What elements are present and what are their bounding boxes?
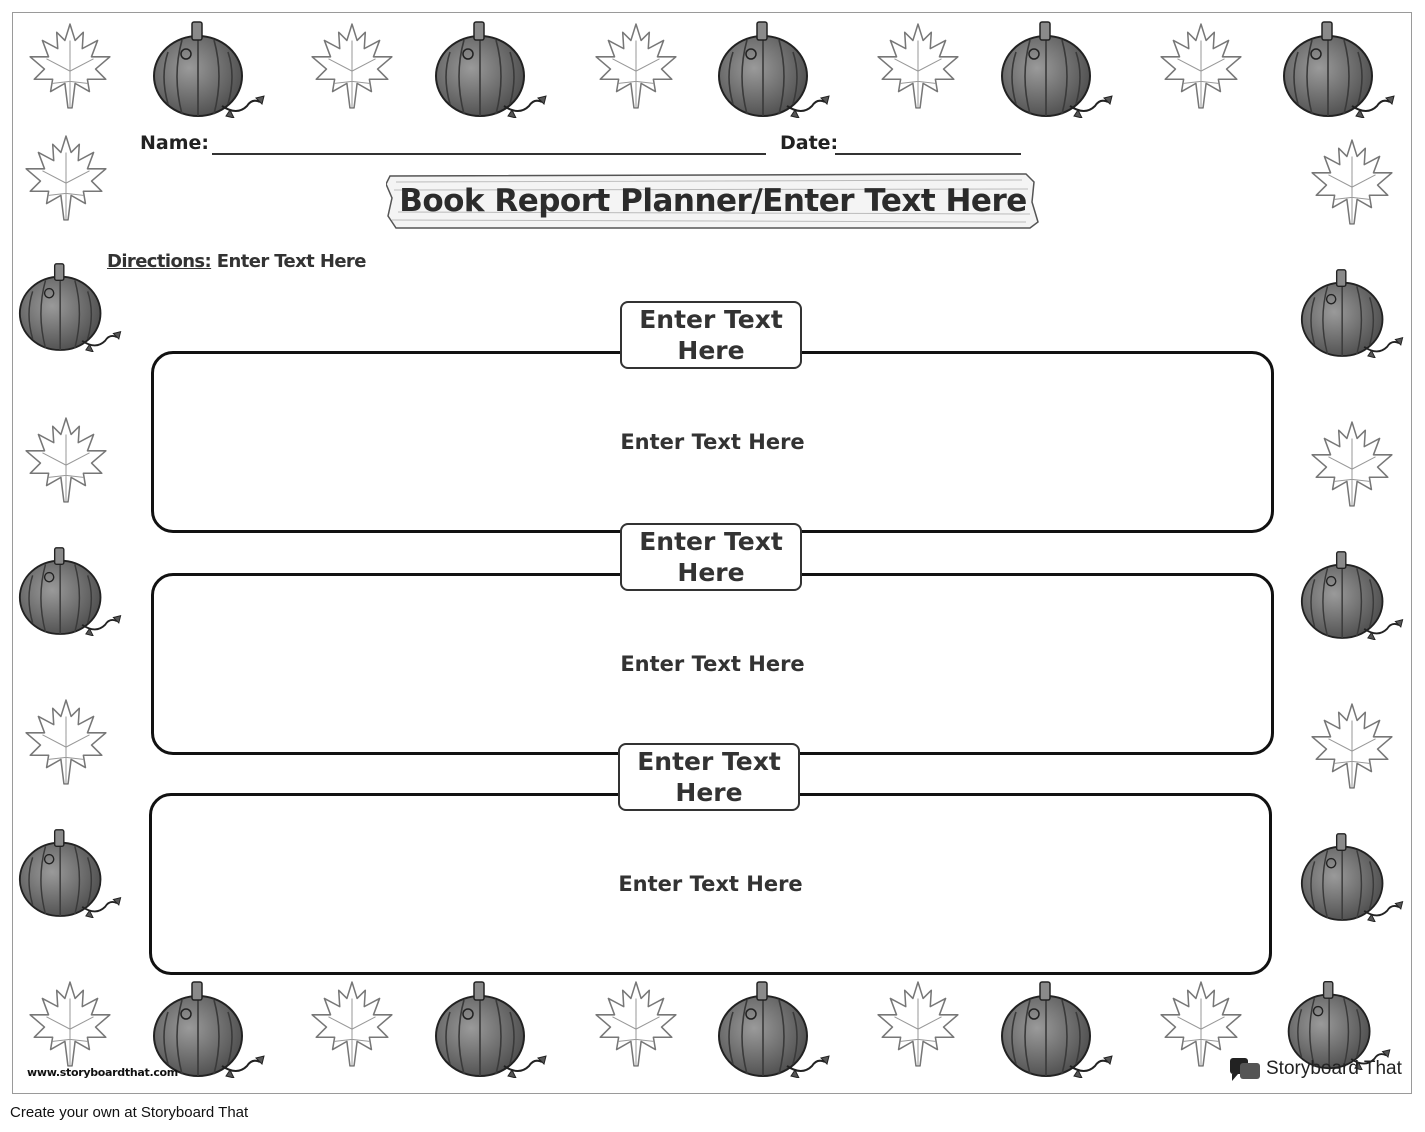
section-box[interactable]: Enter Text Here (151, 351, 1274, 533)
page-title[interactable]: Book Report Planner/Enter Text Here (399, 183, 1027, 219)
storyboardthat-logo[interactable]: Storyboard That (1228, 1056, 1402, 1082)
maple-leaf-icon (872, 20, 964, 112)
maple-leaf-icon (1155, 20, 1247, 112)
maple-leaf-icon (24, 978, 116, 1070)
section-label[interactable]: Enter Text Here (618, 743, 800, 811)
maple-leaf-icon (20, 132, 112, 224)
directions-text: Enter Text Here (211, 251, 367, 272)
pumpkin-icon (18, 544, 128, 636)
title-banner (386, 173, 1039, 229)
section-body-text: Enter Text Here (620, 430, 805, 454)
pumpkin-icon (1282, 18, 1402, 118)
section-box[interactable]: Enter Text Here (149, 793, 1272, 975)
pumpkin-icon (1300, 266, 1410, 358)
section-body-text: Enter Text Here (620, 652, 805, 676)
section-body-text: Enter Text Here (618, 872, 803, 896)
pumpkin-icon (1000, 978, 1120, 1078)
pumpkin-icon (152, 18, 272, 118)
directions[interactable]: Directions: Enter Text Here (107, 251, 366, 272)
speech-bubble-icon (1230, 1058, 1260, 1081)
maple-leaf-icon (590, 978, 682, 1070)
maple-leaf-icon (1306, 418, 1398, 510)
date-label: Date: (780, 132, 839, 154)
maple-leaf-icon (306, 978, 398, 1070)
date-field[interactable] (835, 153, 1021, 155)
brand-name: Storyboard That (1266, 1058, 1402, 1079)
pumpkin-icon (434, 18, 554, 118)
website-link[interactable]: www.storyboardthat.com (27, 1066, 178, 1079)
name-field[interactable] (212, 153, 766, 155)
maple-leaf-icon (1306, 700, 1398, 792)
maple-leaf-icon (20, 414, 112, 506)
maple-leaf-icon (590, 20, 682, 112)
section-label[interactable]: Enter Text Here (620, 301, 802, 369)
maple-leaf-icon (872, 978, 964, 1070)
pumpkin-icon (434, 978, 554, 1078)
pumpkin-icon (18, 260, 128, 352)
pumpkin-icon (717, 978, 837, 1078)
name-label: Name: (140, 132, 210, 154)
maple-leaf-icon (20, 696, 112, 788)
pumpkin-icon (18, 826, 128, 918)
pumpkin-icon (152, 978, 272, 1078)
section-label[interactable]: Enter Text Here (620, 523, 802, 591)
pumpkin-icon (717, 18, 837, 118)
maple-leaf-icon (24, 20, 116, 112)
pumpkin-icon (1300, 830, 1410, 922)
create-caption[interactable]: Create your own at Storyboard That (10, 1104, 249, 1121)
pumpkin-icon (1000, 18, 1120, 118)
section-box[interactable]: Enter Text Here (151, 573, 1274, 755)
pumpkin-icon (1300, 548, 1410, 640)
maple-leaf-icon (1306, 136, 1398, 228)
maple-leaf-icon (306, 20, 398, 112)
directions-label: Directions: (107, 251, 212, 272)
